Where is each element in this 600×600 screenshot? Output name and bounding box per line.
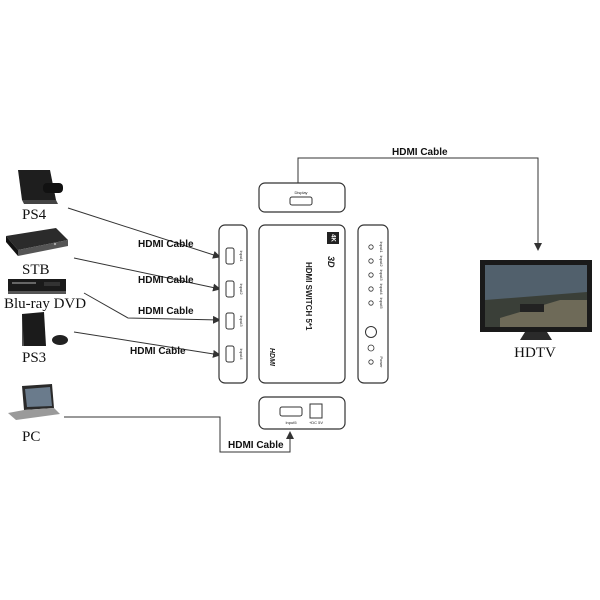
- switch-control-panel: Input1 Input2 Input3 Input4 Input5 Power: [357, 224, 389, 384]
- switch-input-panel: Input1 Input2 Input3 Input4: [218, 224, 248, 384]
- led-indicator: [368, 258, 374, 264]
- ps4-console-icon: [18, 170, 63, 204]
- output-cable-label: HDMI Cable: [392, 147, 448, 158]
- indicator-4-label: Input4: [379, 283, 384, 295]
- stb-cable-label: HDMI Cable: [138, 275, 194, 286]
- input-port-3-label: Input3: [239, 315, 244, 327]
- input-port-4-label: Input4: [239, 348, 244, 360]
- input-port-2-label: Input2: [239, 283, 244, 295]
- hdtv-label: HDTV: [514, 345, 556, 361]
- pc-cable: [64, 416, 294, 453]
- switch-top-view: 4K 3D HDMI SWITCH 5*1 HDMI: [258, 224, 346, 384]
- indicator-power-label: Power: [379, 356, 384, 368]
- badge-3d: 3D: [326, 256, 336, 268]
- input5-port-label: Input5: [285, 420, 297, 425]
- led-indicator: [368, 244, 374, 250]
- indicator-3-label: Input3: [379, 269, 384, 281]
- dc-port-label: +DC 5V: [309, 420, 323, 425]
- indicator-5-label: Input5: [379, 297, 384, 309]
- power-led: [368, 359, 374, 365]
- output-port-label: Display: [294, 190, 307, 195]
- ps3-console-icon: [22, 312, 68, 346]
- laptop-icon: [8, 384, 60, 420]
- ps3-cable: [73, 331, 221, 358]
- switch-back-panel: Input5 +DC 5V: [258, 396, 346, 430]
- hdtv-icon: [480, 260, 592, 340]
- switch-output-panel: Display: [258, 182, 346, 213]
- ps3-cable-label: HDMI Cable: [130, 346, 186, 357]
- switch-title: HDMI SWITCH 5*1: [304, 262, 313, 331]
- select-button: [365, 326, 377, 338]
- hdmi-logo: HDMI: [268, 348, 275, 367]
- pc-cable-label: HDMI Cable: [228, 440, 284, 451]
- stb-box-icon: [6, 228, 68, 256]
- ps3-label: PS3: [22, 350, 46, 366]
- stb-label: STB: [22, 262, 50, 278]
- indicator-2-label: Input2: [379, 255, 384, 267]
- led-indicator: [368, 286, 374, 292]
- ir-receiver: [367, 344, 375, 352]
- ps4-cable: [67, 207, 221, 259]
- pc-label: PC: [22, 429, 40, 445]
- badge-4k: 4K: [329, 234, 335, 242]
- ps4-label: PS4: [22, 207, 47, 223]
- indicator-1-label: Input1: [379, 241, 384, 253]
- input-port-1-label: Input1: [239, 250, 244, 262]
- bluray-label: Blu-ray DVD: [4, 296, 86, 312]
- led-indicator: [368, 272, 374, 278]
- output-cable: [297, 157, 542, 251]
- 4k-badge-icon: [327, 232, 339, 244]
- bluray-cable-label: HDMI Cable: [138, 306, 194, 317]
- bluray-player-icon: [8, 279, 66, 294]
- stb-cable: [73, 257, 221, 292]
- led-indicator: [368, 300, 374, 306]
- bluray-cable: [83, 292, 221, 324]
- ps4-cable-label: HDMI Cable: [138, 239, 194, 250]
